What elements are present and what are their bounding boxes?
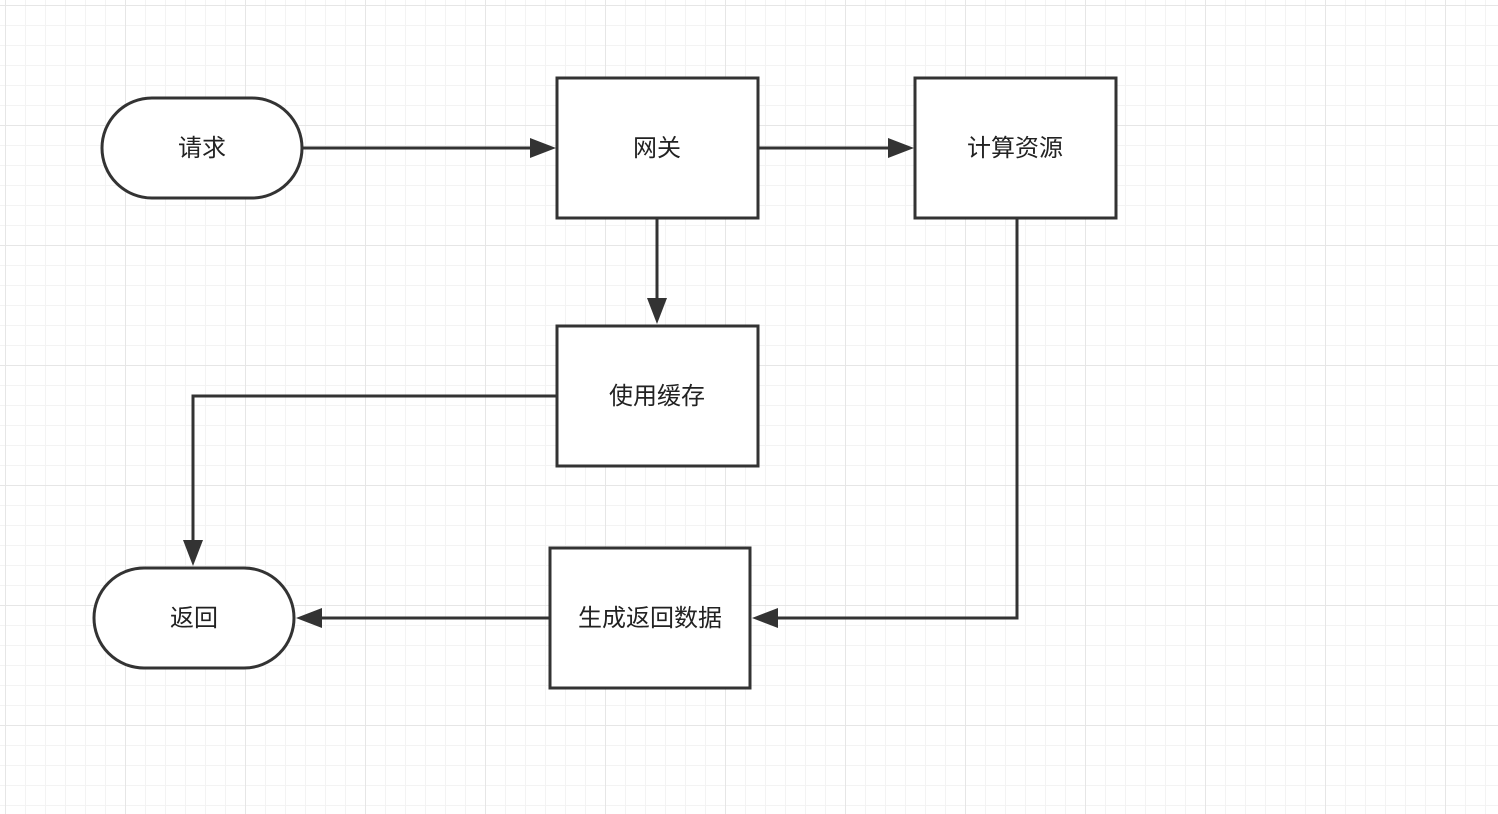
process-shape — [555, 324, 760, 468]
node-cache-label: 使用缓存 — [609, 382, 705, 410]
edge-compute-generate[interactable] — [752, 218, 1019, 628]
terminator-shape — [100, 96, 304, 200]
node-gateway[interactable]: 网关 — [555, 76, 760, 220]
edge-request-gateway[interactable] — [302, 138, 556, 158]
node-generate-label: 生成返回数据 — [578, 604, 722, 632]
node-request-label: 请求 — [178, 134, 226, 162]
process-shape — [913, 76, 1118, 220]
node-compute[interactable]: 计算资源 — [913, 76, 1118, 220]
node-compute-label: 计算资源 — [967, 134, 1063, 162]
process-shape — [555, 76, 760, 220]
node-gateway-label: 网关 — [633, 134, 681, 162]
edge-cache-return[interactable] — [183, 394, 557, 566]
edge-gateway-compute[interactable] — [758, 138, 914, 158]
edge-gateway-cache[interactable] — [647, 218, 667, 324]
process-shape — [548, 546, 752, 690]
edge-generate-return[interactable] — [296, 608, 550, 628]
terminator-shape — [92, 566, 296, 670]
node-request[interactable]: 请求 — [100, 96, 304, 200]
node-return-label: 返回 — [170, 604, 218, 632]
node-generate[interactable]: 生成返回数据 — [548, 546, 752, 690]
node-cache[interactable]: 使用缓存 — [555, 324, 760, 468]
node-return[interactable]: 返回 — [92, 566, 296, 670]
